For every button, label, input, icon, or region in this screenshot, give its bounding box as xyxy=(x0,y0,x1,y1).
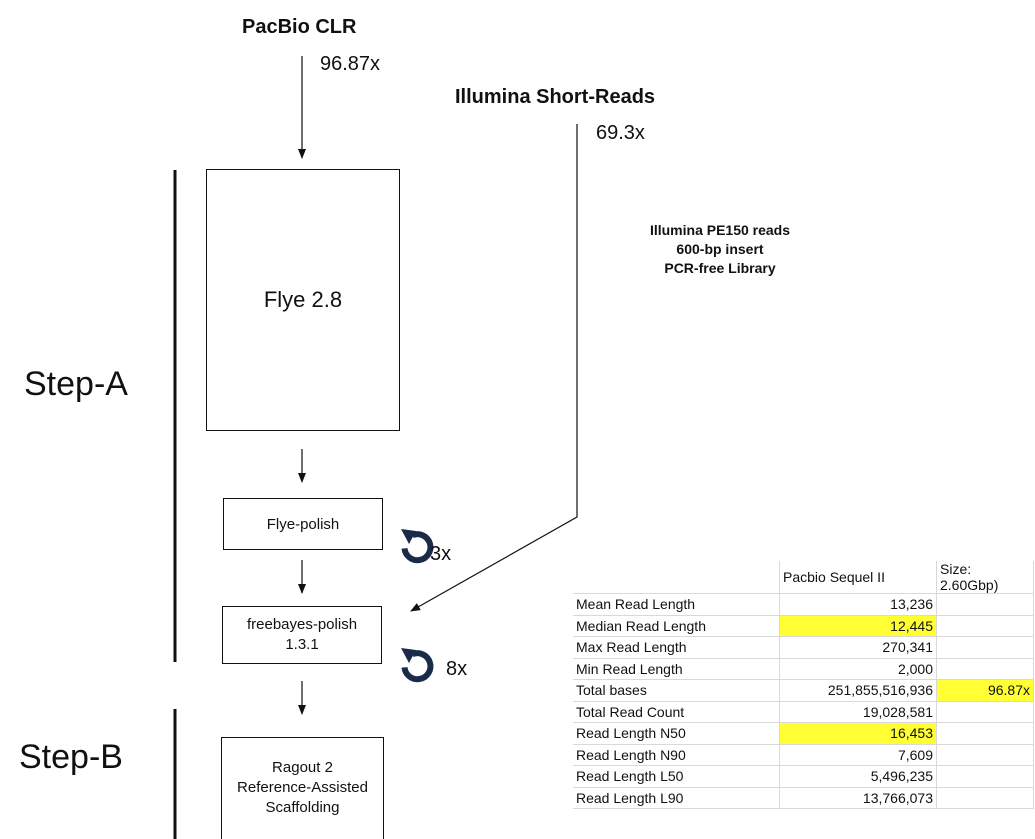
ragout-box: Ragout 2 Reference-Assisted Scaffolding xyxy=(221,737,384,839)
row-label: Mean Read Length xyxy=(573,593,780,616)
row-label: Total Read Count xyxy=(573,701,780,723)
row-value: 13,766,073 xyxy=(779,787,937,809)
row-label: Read Length L50 xyxy=(573,765,780,788)
pacbio-coverage: 96.87x xyxy=(320,53,381,75)
row-extra xyxy=(936,636,1034,659)
flye-polish-label: Flye-polish xyxy=(266,515,340,533)
illumina-note: Illumina PE150 reads 600-bp insert PCR-f… xyxy=(600,221,840,278)
loop-icon xyxy=(401,529,434,564)
freebayes-box: freebayes-polish 1.3.1 xyxy=(222,606,382,664)
row-label: Read Length N50 xyxy=(573,722,780,745)
loop-count-flye-polish: 3x xyxy=(430,543,452,565)
loop-count-freebayes: 8x xyxy=(446,658,468,680)
row-value: 2,000 xyxy=(779,658,937,680)
row-value: 7,609 xyxy=(779,744,937,766)
flye-label: Flye 2.8 xyxy=(263,287,343,312)
table-header-row: Pacbio Sequel II Size: 2.60Gbp) xyxy=(573,561,1034,594)
row-value: 16,453 xyxy=(779,722,937,745)
flye-polish-box: Flye-polish xyxy=(223,498,383,550)
row-value: 12,445 xyxy=(779,615,937,637)
illumina-coverage: 69.3x xyxy=(596,122,645,144)
ragout-label: Reference-Assisted xyxy=(237,779,368,796)
row-extra xyxy=(936,615,1034,637)
illumina-arrow xyxy=(410,124,578,612)
row-value: 251,855,516,936 xyxy=(779,679,937,702)
row-label: Total bases xyxy=(573,679,780,702)
row-value: 5,496,235 xyxy=(779,765,937,788)
row-label: Median Read Length xyxy=(573,615,780,637)
freebayes-label: freebayes-polish xyxy=(246,616,358,633)
table-header xyxy=(573,561,780,594)
illumina-title: Illumina Short-Reads xyxy=(455,86,656,108)
illumina-note-line: PCR-free Library xyxy=(664,260,776,276)
row-extra xyxy=(936,701,1034,723)
step-a-label: Step-A xyxy=(24,365,128,403)
ragout-label: Ragout 2 xyxy=(272,759,333,776)
row-label: Read Length N90 xyxy=(573,744,780,766)
loop-icon xyxy=(401,648,434,683)
illumina-note-line: Illumina PE150 reads xyxy=(649,222,791,238)
row-extra xyxy=(936,765,1034,788)
row-extra xyxy=(936,787,1034,809)
flye-box: Flye 2.8 xyxy=(206,169,400,431)
row-label: Read Length L90 xyxy=(573,787,780,809)
row-extra xyxy=(936,722,1034,745)
row-extra xyxy=(936,744,1034,766)
read-stats-table: Pacbio Sequel II Size: 2.60Gbp) Mean Rea… xyxy=(573,561,1034,809)
row-value: 270,341 xyxy=(779,636,937,659)
row-label: Max Read Length xyxy=(573,636,780,659)
pacbio-title: PacBio CLR xyxy=(242,16,357,38)
row-extra xyxy=(936,658,1034,680)
row-label: Min Read Length xyxy=(573,658,780,680)
illumina-note-line: 600-bp insert xyxy=(676,241,764,257)
row-value: 19,028,581 xyxy=(779,701,937,723)
table-header: Size: 2.60Gbp) xyxy=(936,561,1034,594)
ragout-label: Scaffolding xyxy=(265,799,340,816)
row-extra: 96.87x xyxy=(936,679,1034,702)
row-value: 13,236 xyxy=(779,593,937,616)
table-header: Pacbio Sequel II xyxy=(779,561,937,594)
freebayes-version: 1.3.1 xyxy=(285,636,319,653)
step-b-label: Step-B xyxy=(19,738,123,776)
row-extra xyxy=(936,593,1034,616)
